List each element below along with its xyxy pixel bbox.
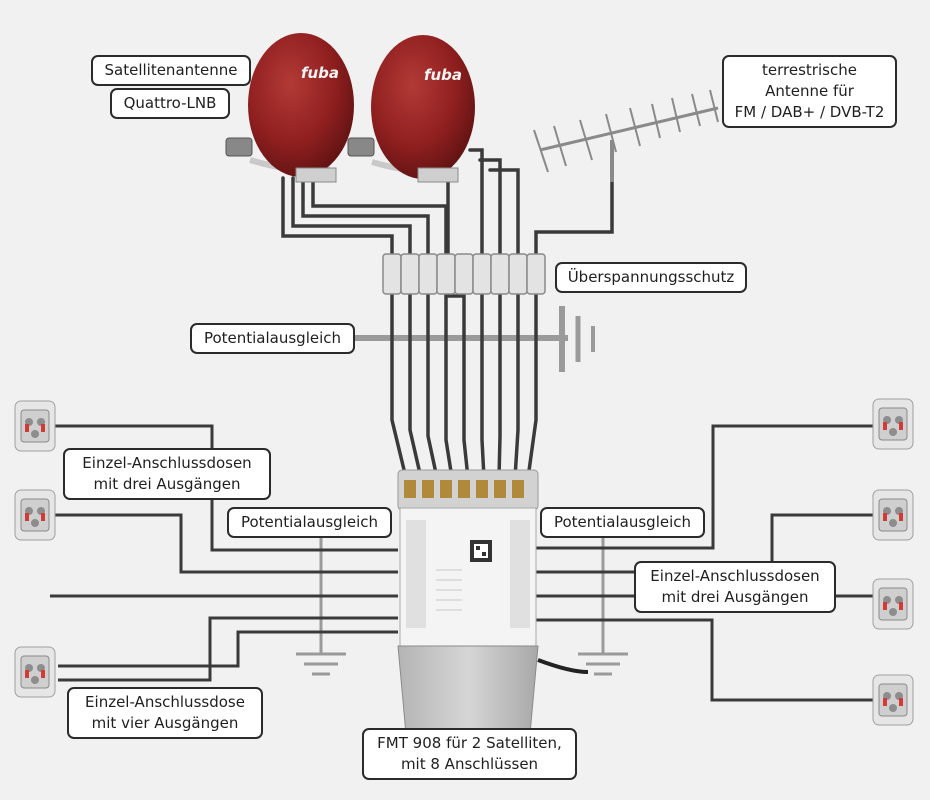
socket-left-1	[14, 400, 56, 452]
label-equipotential-left: Potentialausgleich	[227, 507, 392, 538]
satellite-dish-right: fuba	[347, 35, 475, 183]
equipotential-top-text: Potentialausgleich	[203, 329, 342, 347]
socket-four-outputs-line-2: mit vier Ausgängen	[91, 714, 239, 732]
terrestrial-antenna	[533, 89, 719, 182]
satellite-antenna-text: Satellitenantenne	[104, 61, 238, 79]
label-terrestrial-antenna: terrestrische Antenne für FM / DAB+ / DV…	[722, 55, 897, 128]
equipotential-left-text: Potentialausgleich	[240, 513, 379, 531]
label-surge-protection: Überspannungsschutz	[555, 262, 747, 293]
dish-brand-right: fuba	[424, 66, 462, 84]
single-sockets-right-line-1: Einzel-Anschlussdosen	[650, 567, 820, 585]
equipotential-right-text: Potentialausgleich	[553, 513, 692, 531]
label-equipotential-top: Potentialausgleich	[190, 323, 355, 354]
satellite-dish-left: fuba	[225, 33, 354, 183]
single-sockets-left-line-1: Einzel-Anschlussdosen	[82, 454, 252, 472]
label-equipotential-right: Potentialausgleich	[540, 507, 705, 538]
surge-protection-text: Überspannungsschutz	[567, 268, 735, 286]
socket-right-3	[872, 578, 914, 630]
multiswitch-line-1: FMT 908 für 2 Satelliten,	[377, 734, 562, 752]
socket-four-outputs-line-1: Einzel-Anschlussdose	[85, 693, 245, 711]
single-sockets-left-line-2: mit drei Ausgängen	[93, 475, 241, 493]
label-socket-four-outputs: Einzel-Anschlussdose mit vier Ausgängen	[67, 687, 263, 739]
label-single-sockets-right: Einzel-Anschlussdosen mit drei Ausgängen	[634, 561, 836, 613]
label-multiswitch: FMT 908 für 2 Satelliten, mit 8 Anschlüs…	[362, 728, 577, 780]
terrestrial-line-3: FM / DAB+ / DVB-T2	[734, 103, 885, 121]
socket-right-1	[872, 398, 914, 450]
multiswitch-line-2: mit 8 Anschlüssen	[400, 755, 539, 773]
socket-left-2	[14, 489, 56, 541]
socket-left-3	[14, 646, 56, 698]
surge-protection-blocks	[382, 253, 546, 295]
single-sockets-right-line-2: mit drei Ausgängen	[661, 588, 809, 606]
label-single-sockets-left: Einzel-Anschlussdosen mit drei Ausgängen	[63, 448, 271, 500]
quattro-lnb-text: Quattro-LNB	[123, 94, 217, 112]
terrestrial-line-1: terrestrische	[762, 61, 857, 79]
label-satellite-antenna: Satellitenantenne	[91, 55, 251, 86]
terrestrial-line-2: Antenne für	[765, 82, 854, 100]
label-quattro-lnb: Quattro-LNB	[110, 88, 230, 119]
dish-brand-left: fuba	[301, 64, 339, 82]
socket-right-2	[872, 489, 914, 541]
socket-right-4	[872, 674, 914, 726]
